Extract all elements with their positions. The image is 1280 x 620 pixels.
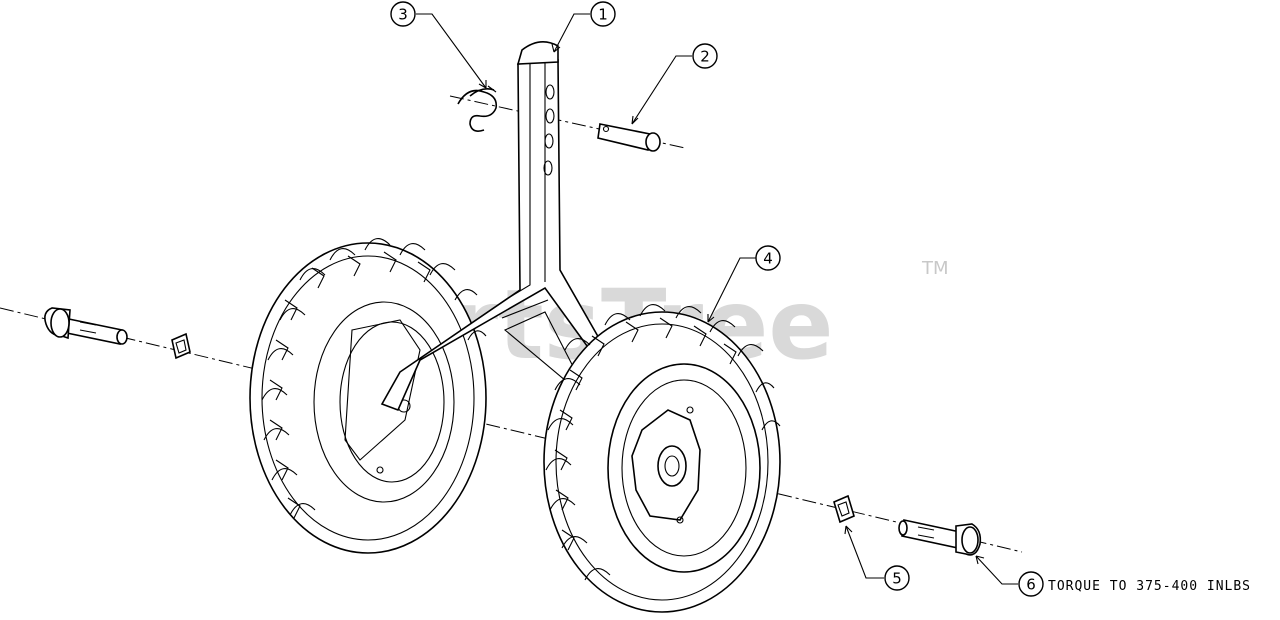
callout-2-label: 2	[700, 48, 710, 66]
callout-4-label: 4	[763, 250, 773, 268]
left-shoulder-bolt	[44, 307, 128, 345]
hitch-pin	[597, 123, 661, 152]
callout-4: 4	[755, 245, 781, 271]
callout-6: 6	[1018, 571, 1044, 597]
callout-5: 5	[884, 565, 910, 591]
right-washer	[833, 494, 855, 524]
callout-1: 1	[590, 1, 616, 27]
right-shoulder-bolt	[898, 519, 982, 556]
callout-3-label: 3	[398, 6, 408, 24]
callout-2: 2	[692, 43, 718, 69]
right-wheel	[543, 304, 781, 613]
leader-lines	[416, 13, 1018, 585]
frame-bracket	[380, 41, 601, 412]
watermark-trademark: TM	[921, 258, 949, 279]
left-washer	[171, 332, 191, 360]
callout-5-label: 5	[892, 570, 902, 588]
hair-pin-clip	[457, 85, 498, 132]
torque-note: TORQUE TO 375-400 INLBS	[1048, 579, 1251, 594]
callout-6-label: 6	[1026, 576, 1036, 594]
callout-3: 3	[390, 1, 416, 27]
callout-1-label: 1	[598, 6, 608, 24]
left-wheel	[249, 238, 487, 554]
